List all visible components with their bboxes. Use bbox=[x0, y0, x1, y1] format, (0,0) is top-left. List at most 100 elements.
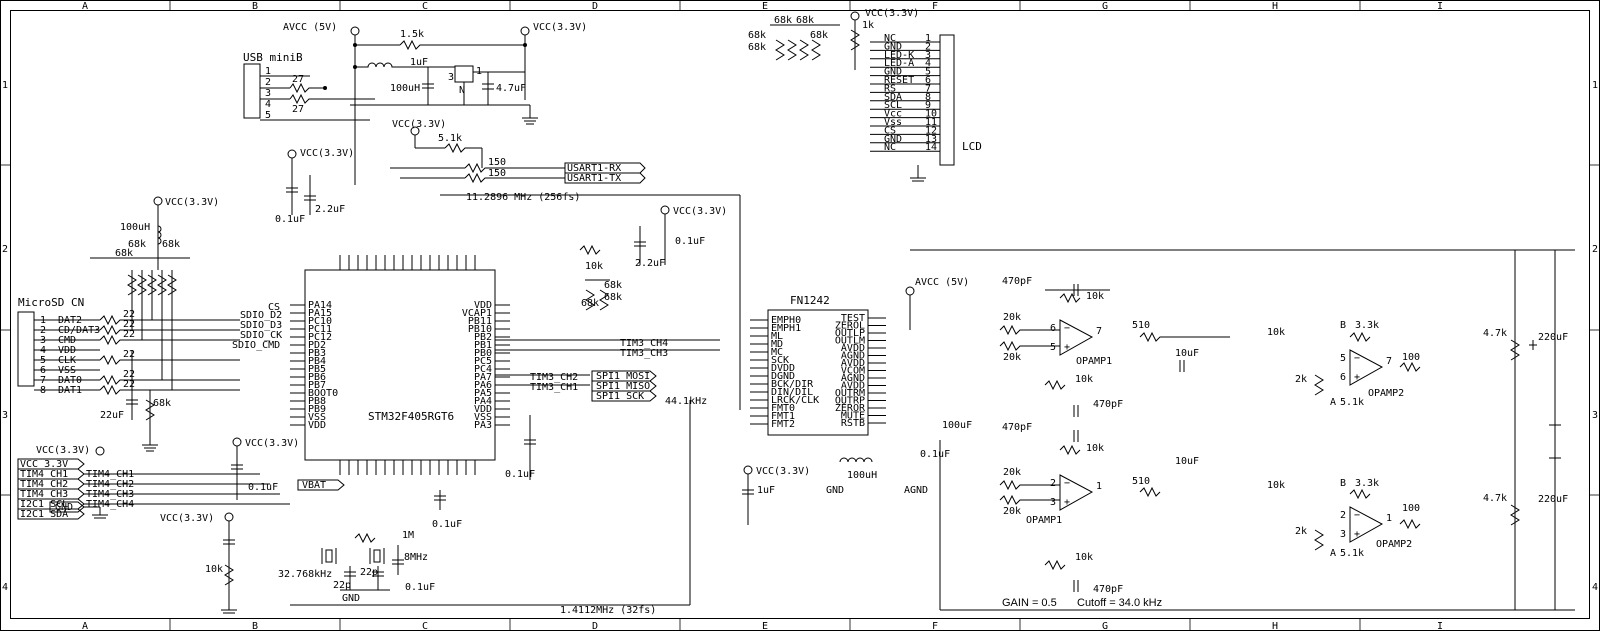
dac-part-label: FN1242 bbox=[790, 294, 830, 307]
lcd-connector-body bbox=[939, 34, 955, 166]
port-vcc bbox=[17, 458, 85, 470]
svg-text:2: 2 bbox=[265, 77, 271, 88]
svg-text:6: 6 bbox=[1340, 372, 1346, 383]
dac-pin-label: SCK bbox=[771, 355, 789, 366]
mcu-pin-label: PB1 bbox=[474, 340, 492, 351]
svg-text:4.7k: 4.7k bbox=[1483, 328, 1507, 339]
lcd-pin-label: CS bbox=[884, 125, 896, 136]
svg-text:SPI1 MOSI: SPI1 MOSI bbox=[596, 371, 650, 382]
svg-text:150: 150 bbox=[488, 157, 506, 168]
lcd-pin-label: Vss bbox=[884, 117, 902, 128]
svg-text:27: 27 bbox=[292, 74, 304, 85]
svg-text:VBAT: VBAT bbox=[302, 480, 326, 491]
svg-text:100uH: 100uH bbox=[847, 470, 877, 481]
svg-text:OPAMP1: OPAMP1 bbox=[1076, 356, 1112, 367]
microsd-connector-body bbox=[17, 311, 35, 387]
port-tim4-ch3 bbox=[17, 488, 85, 500]
analog-section: −+ 657 OPAMP1 20k 20k 470pF 10k 510 10uF… bbox=[910, 249, 1575, 611]
svg-text:7: 7 bbox=[1386, 356, 1392, 367]
power-symbol bbox=[743, 465, 753, 475]
svg-text:10k: 10k bbox=[1267, 327, 1285, 338]
svg-text:2.2uF: 2.2uF bbox=[635, 258, 665, 269]
mcu-pin-label: PB8 bbox=[308, 396, 326, 407]
svg-text:SDIO_D3: SDIO_D3 bbox=[240, 320, 282, 331]
lcd-pin-label: LED-K bbox=[884, 50, 914, 61]
mcu-pin-label: PA7 bbox=[474, 372, 492, 383]
svg-text:68k: 68k bbox=[604, 292, 622, 303]
svg-text:VCC(3.3V): VCC(3.3V) bbox=[756, 466, 810, 477]
opamp1-bottom bbox=[1059, 474, 1094, 511]
mcu-pin-label: VDD bbox=[474, 300, 492, 311]
lcd-pin-number: 5 bbox=[925, 67, 931, 78]
mcu-pin-label: PC4 bbox=[474, 364, 492, 375]
mcu-pin-label: PA4 bbox=[474, 396, 492, 407]
svg-text:510: 510 bbox=[1132, 320, 1150, 331]
dac-pin-label: FMT0 bbox=[771, 403, 795, 414]
svg-text:22p: 22p bbox=[360, 567, 378, 578]
mcu-pin-label: PB3 bbox=[308, 348, 326, 359]
svg-text:10k: 10k bbox=[1075, 552, 1093, 563]
svg-text:10uF: 10uF bbox=[1175, 348, 1199, 359]
svg-text:+: + bbox=[1064, 342, 1070, 353]
lcd-pin-label: RESET bbox=[884, 75, 914, 86]
svg-text:10k: 10k bbox=[205, 564, 223, 575]
svg-text:0.1uF: 0.1uF bbox=[432, 519, 462, 530]
mcu-pin-label: BOOT0 bbox=[308, 388, 338, 399]
svg-text:1uF: 1uF bbox=[757, 485, 775, 496]
svg-text:CS: CS bbox=[268, 302, 280, 313]
lcd-pin-label: GND bbox=[884, 134, 902, 145]
dac-pin-label: AVDD bbox=[841, 358, 865, 369]
col-label: B bbox=[252, 1, 258, 12]
mcu-pin-label: PA14 bbox=[308, 300, 332, 311]
col-label: F bbox=[932, 1, 938, 12]
power-symbol bbox=[153, 196, 163, 206]
svg-text:150: 150 bbox=[488, 168, 506, 179]
col-label: H bbox=[1272, 621, 1278, 631]
svg-text:22: 22 bbox=[123, 379, 135, 390]
svg-text:VCC(3.3V): VCC(3.3V) bbox=[300, 148, 354, 159]
svg-text:10uF: 10uF bbox=[1175, 456, 1199, 467]
svg-text:0.1uF: 0.1uF bbox=[275, 214, 305, 225]
dac-pin-label: AVDD bbox=[841, 381, 865, 392]
svg-text:1.4112MHz (32fs): 1.4112MHz (32fs) bbox=[560, 605, 656, 616]
svg-text:0.1uF: 0.1uF bbox=[675, 236, 705, 247]
svg-text:3: 3 bbox=[448, 72, 454, 83]
svg-text:SDIO_CK: SDIO_CK bbox=[240, 330, 282, 341]
svg-text:AGND: AGND bbox=[904, 485, 928, 496]
port-gnd bbox=[49, 501, 85, 513]
lcd-pin-label: RS bbox=[884, 83, 896, 94]
svg-text:SPI1 MISO: SPI1 MISO bbox=[596, 381, 650, 392]
svg-text:1.5k: 1.5k bbox=[400, 29, 424, 40]
svg-text:VCC(3.3V): VCC(3.3V) bbox=[36, 445, 90, 456]
mcu-pin-label: PC5 bbox=[474, 356, 492, 367]
usb-connector-label: USB miniB bbox=[243, 51, 303, 64]
row-label: 3 bbox=[2, 410, 8, 421]
power-symbol bbox=[660, 205, 670, 215]
col-label: C bbox=[422, 621, 428, 631]
svg-text:68k: 68k bbox=[748, 30, 766, 41]
svg-text:68k: 68k bbox=[810, 30, 828, 41]
power-symbol bbox=[224, 512, 234, 522]
row-label: 4 bbox=[2, 582, 8, 593]
svg-text:VCC(3.3V): VCC(3.3V) bbox=[160, 513, 214, 524]
svg-text:I2C1_SDA: I2C1_SDA bbox=[20, 509, 68, 520]
lcd-pin-label: SDA bbox=[884, 92, 902, 103]
svg-text:22: 22 bbox=[123, 369, 135, 380]
dac-pin-label: MC bbox=[771, 347, 783, 358]
lcd-pin-label: LED-A bbox=[884, 58, 914, 69]
dac-pin-label: ZEROR bbox=[835, 403, 866, 414]
svg-text:TIM3_CH3: TIM3_CH3 bbox=[620, 348, 668, 359]
opamp1-top bbox=[1059, 319, 1094, 356]
power-symbol bbox=[520, 26, 530, 36]
dac-pin-label: EMPH0 bbox=[771, 315, 801, 326]
svg-text:−: − bbox=[1064, 323, 1070, 334]
svg-text:SDIO_CMD: SDIO_CMD bbox=[232, 340, 280, 351]
svg-text:6: 6 bbox=[1050, 323, 1056, 334]
col-label: H bbox=[1272, 1, 1278, 12]
svg-text:470pF: 470pF bbox=[1093, 399, 1123, 410]
svg-text:220uF: 220uF bbox=[1538, 332, 1568, 343]
svg-text:+: + bbox=[1064, 497, 1070, 508]
svg-text:−: − bbox=[1354, 510, 1360, 521]
